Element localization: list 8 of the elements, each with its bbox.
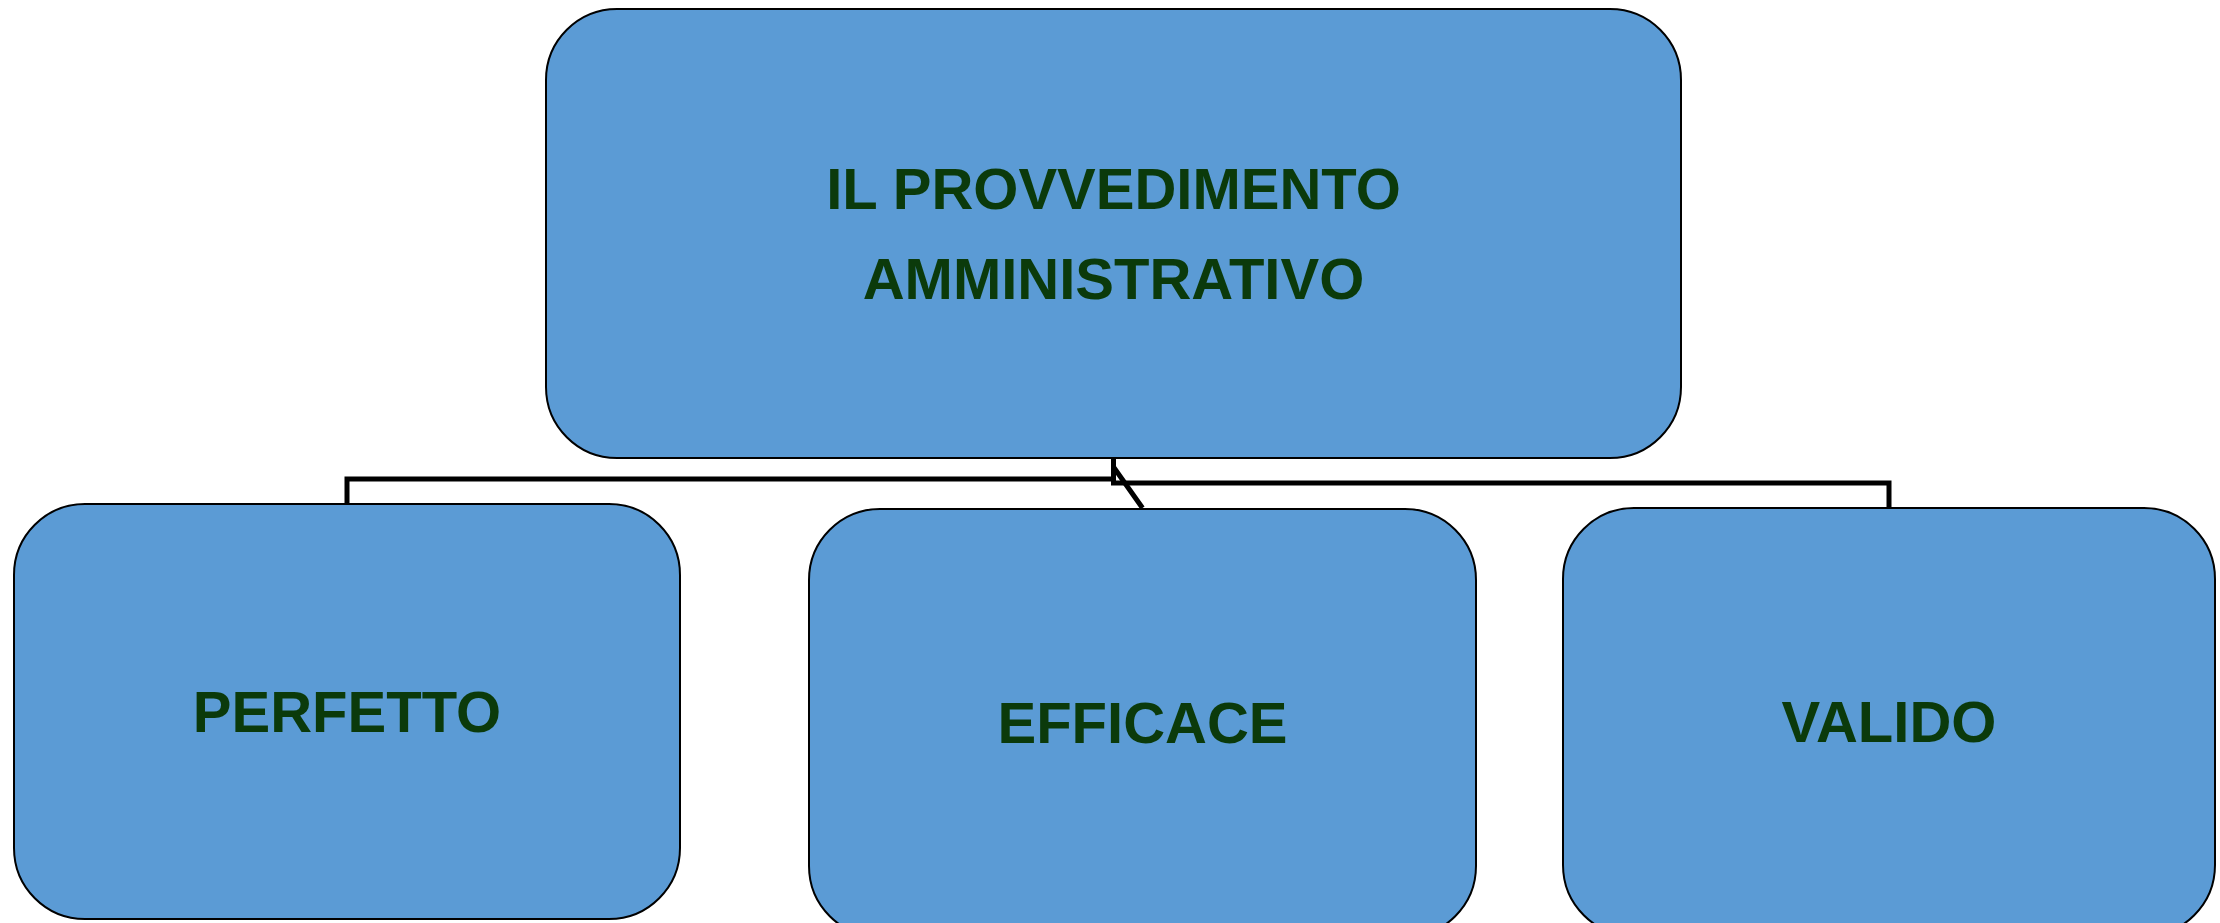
rounded-box — [545, 8, 1682, 459]
rounded-box — [13, 503, 681, 920]
box-label: IL PROVVEDIMENTO AMMINISTRATIVO — [825, 154, 1402, 313]
box-label: PERFETTO — [192, 677, 502, 746]
box-label: EFFICACE — [997, 689, 1288, 758]
rounded-box — [808, 508, 1477, 923]
rounded-box — [1562, 507, 2216, 923]
box-label: VALIDO — [1781, 688, 1997, 757]
